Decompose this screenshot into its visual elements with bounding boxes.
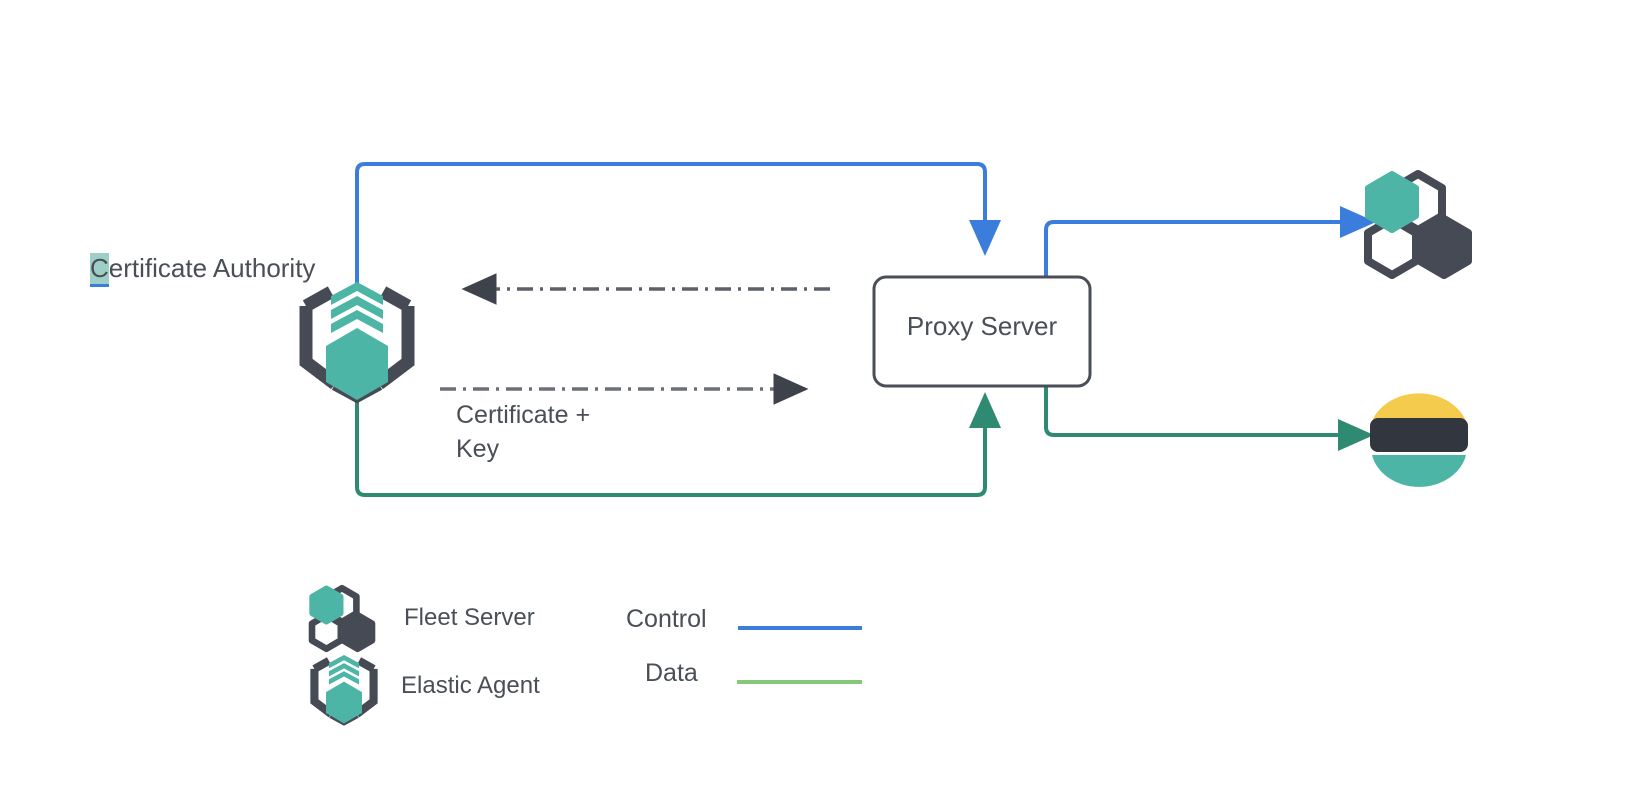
certificate-authority-label-rest: ertificate Authority: [108, 253, 316, 283]
certificate-key-line-2: Key: [456, 435, 500, 463]
control-edge-proxy-to-fleet: [1044, 206, 1376, 277]
legend-item-label-fleet-server: Fleet Server: [404, 604, 535, 631]
certificate-authority-label: Certificate Authority: [90, 252, 316, 287]
proxy-server-label: Proxy Server: [906, 311, 1058, 341]
data-edge-proxy-to-elasticsearch: [1044, 386, 1374, 451]
certificate-key-line-1: Certificate +: [456, 401, 591, 429]
control-edge-ca-to-proxy: [355, 162, 1001, 290]
legend-line-label-control: Control: [626, 605, 707, 633]
proxy-server-node[interactable]: [872, 275, 1092, 388]
legend-elastic-agent-icon: [310, 655, 378, 726]
legend-line-label-data: Data: [645, 659, 698, 687]
elasticsearch-logo-icon[interactable]: [1370, 393, 1468, 487]
fleet-server-icon-right[interactable]: [1364, 170, 1472, 279]
certificate-key-edge-label: Certificate + Key: [456, 398, 590, 466]
legend-fleet-server-icon: [308, 584, 376, 653]
data-edge-ca-to-proxy: [355, 378, 1001, 497]
legend-item-label-elastic-agent: Elastic Agent: [401, 672, 540, 699]
certificate-authority-node[interactable]: [299, 282, 415, 404]
certificate-authority-label-highlight: C: [90, 253, 109, 287]
